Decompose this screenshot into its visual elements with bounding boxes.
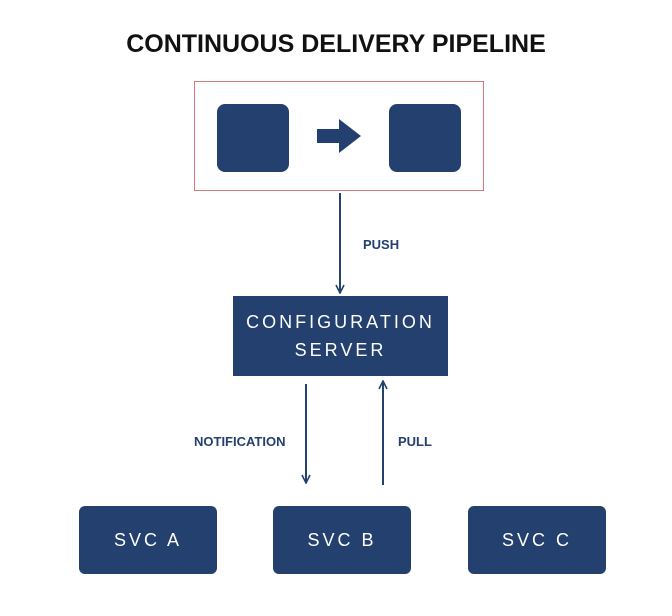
service-b-node: SVC B xyxy=(273,506,411,574)
pipeline-frame xyxy=(194,81,484,191)
configuration-server-label-line2: SERVER xyxy=(294,340,387,360)
notification-label: NOTIFICATION xyxy=(194,434,286,449)
pipeline-stage-2 xyxy=(389,104,461,172)
push-label: PUSH xyxy=(363,237,400,252)
service-c-node: SVC C xyxy=(468,506,606,574)
right-arrow-icon xyxy=(317,119,361,153)
service-a-label: SVC A xyxy=(113,529,183,550)
configuration-server-node: CONFIGURATION SERVER xyxy=(233,296,448,376)
service-b-label: SVC B xyxy=(307,529,377,550)
pipeline-stage-1 xyxy=(217,104,289,172)
service-a-node: SVC A xyxy=(79,506,217,574)
service-c-label: SVC C xyxy=(501,529,572,550)
configuration-server-label-line1: CONFIGURATION xyxy=(246,312,435,332)
diagram-title: CONTINUOUS DELIVERY PIPELINE xyxy=(126,30,546,58)
pull-label: PULL xyxy=(398,434,432,449)
